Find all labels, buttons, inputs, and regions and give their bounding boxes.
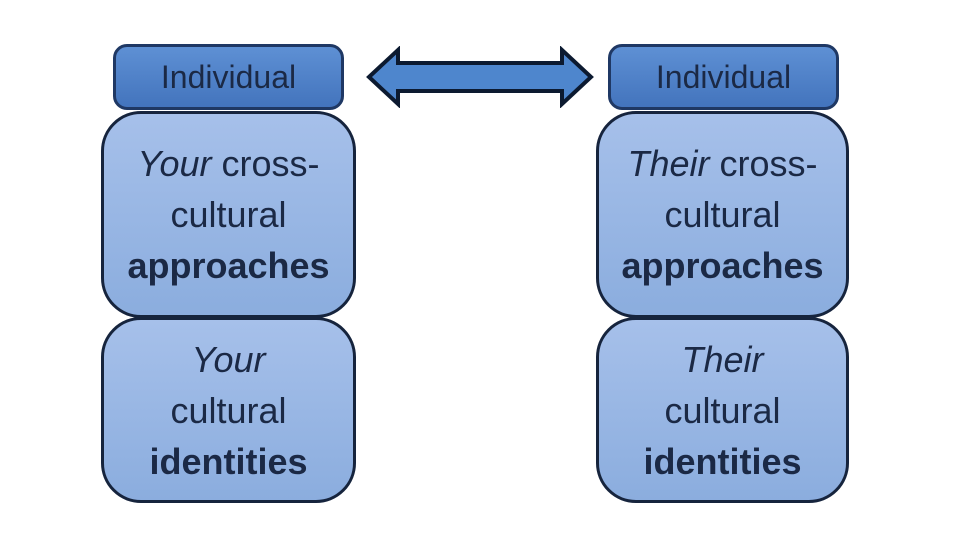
arrow-svg xyxy=(366,45,594,109)
box-text-line: identities xyxy=(643,440,802,482)
left-approaches-pronoun: Your xyxy=(137,143,212,184)
box-text-line: cultural xyxy=(664,389,781,431)
right-individual-box: Individual xyxy=(608,44,839,110)
right-approaches-box: Their cross- cultural approaches xyxy=(596,111,849,318)
left-approaches-box: Your cross- cultural approaches xyxy=(101,111,356,318)
box-text-line: Your xyxy=(191,334,265,385)
box-text-line: Their xyxy=(681,334,763,385)
left-approaches-line1-rest: cross- xyxy=(221,143,320,184)
box-text-line: cultural xyxy=(170,194,287,235)
box-text-line: approaches xyxy=(621,245,824,286)
box-text-line: Their cross- xyxy=(627,138,817,189)
right-approaches-pronoun: Their xyxy=(627,143,710,184)
right-individual-label: Individual xyxy=(655,58,792,95)
box-text-line: identities xyxy=(149,440,308,482)
arrow-shape xyxy=(366,45,594,109)
left-identities-box: Your cultural identities xyxy=(101,317,356,503)
left-identities-pronoun: Your xyxy=(191,338,266,380)
box-text-line: Your cross- xyxy=(137,138,319,189)
left-individual-box: Individual xyxy=(113,44,344,110)
right-approaches-line1-rest: cross- xyxy=(719,143,818,184)
bidirectional-arrow-icon xyxy=(366,45,594,109)
left-individual-label: Individual xyxy=(160,58,297,95)
box-text-line: cultural xyxy=(170,389,287,431)
box-text-line: approaches xyxy=(127,245,330,286)
right-identities-pronoun: Their xyxy=(681,338,764,380)
right-identities-box: Their cultural identities xyxy=(596,317,849,503)
box-text-line: cultural xyxy=(664,194,781,235)
